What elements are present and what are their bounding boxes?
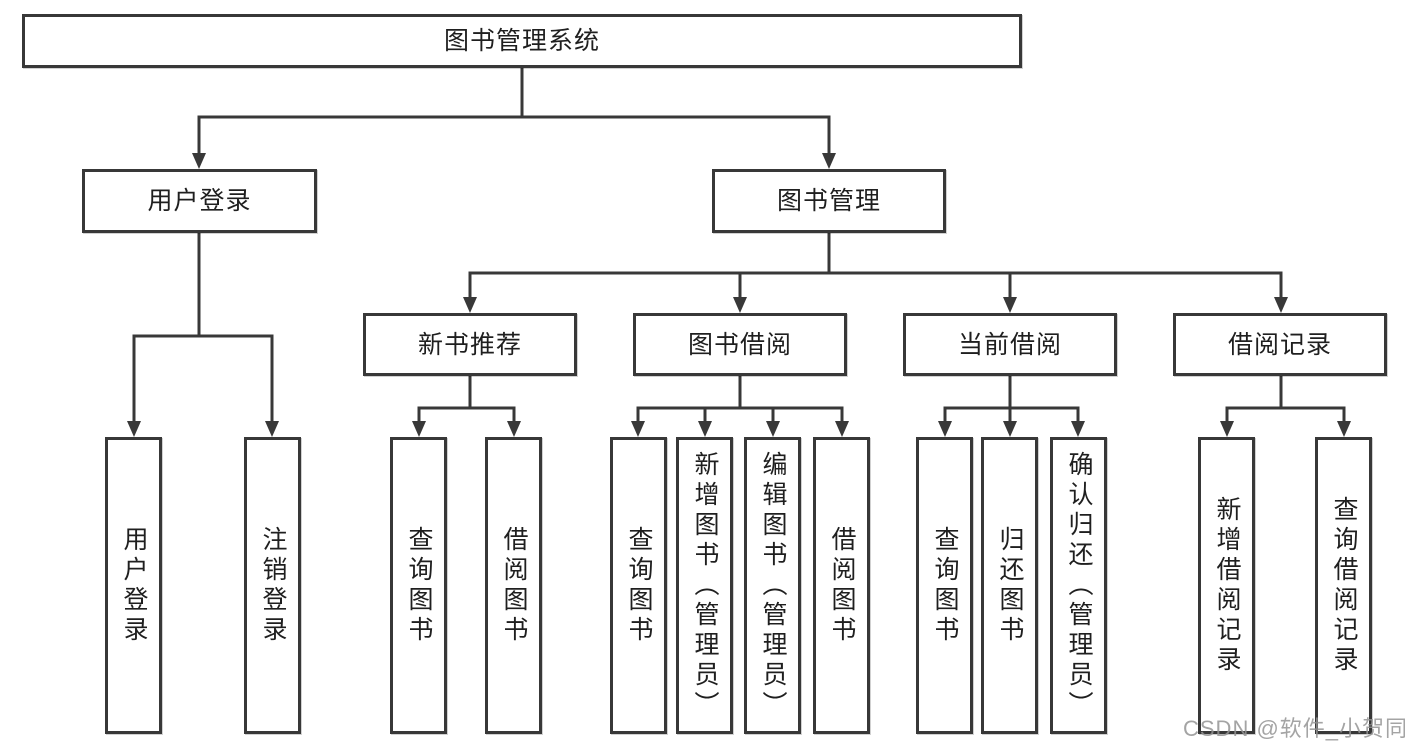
leaf-borrow-books-recommend: 借阅图书 — [485, 437, 542, 734]
leaf-borrow-books-recommend-label: 借阅图书 — [500, 525, 528, 646]
leaf-query-books-recommend: 查询图书 — [390, 437, 447, 734]
leaf-confirm-return-admin: 确认归还（管理员） — [1050, 437, 1107, 734]
leaf-user-login-label: 用户登录 — [120, 525, 148, 646]
leaf-query-borrow-record-label: 查询借阅记录 — [1330, 495, 1358, 676]
leaf-add-borrow-record: 新增借阅记录 — [1198, 437, 1255, 734]
new-book-recommend-node: 新书推荐 — [363, 313, 577, 376]
root-node-system: 图书管理系统 — [22, 14, 1022, 68]
book-management-node-label: 图书管理 — [776, 187, 881, 215]
leaf-query-books-borrow: 查询图书 — [610, 437, 667, 734]
borrow-records-node: 借阅记录 — [1173, 313, 1387, 376]
borrow-records-label: 借阅记录 — [1227, 330, 1332, 359]
leaf-logout-label: 注销登录 — [259, 525, 287, 646]
tree-branch-lines — [132, 64, 1346, 410]
leaf-confirm-return-admin-label: 确认归还（管理员） — [1065, 450, 1093, 721]
leaf-logout: 注销登录 — [244, 437, 301, 734]
leaf-add-book-admin-label: 新增图书（管理员） — [691, 450, 719, 721]
book-borrow-node: 图书借阅 — [633, 313, 847, 376]
leaf-user-login: 用户登录 — [105, 437, 162, 734]
current-borrow-label: 当前借阅 — [957, 330, 1062, 359]
leaf-edit-book-admin: 编辑图书（管理员） — [744, 437, 801, 734]
leaf-return-books: 归还图书 — [981, 437, 1038, 734]
leaf-borrow-books: 借阅图书 — [813, 437, 870, 734]
user-login-node: 用户登录 — [82, 169, 317, 233]
leaf-return-books-label: 归还图书 — [996, 525, 1024, 646]
leaf-edit-book-admin-label: 编辑图书（管理员） — [759, 450, 787, 721]
leaf-query-books-recommend-label: 查询图书 — [405, 525, 433, 646]
leaf-query-borrow-record: 查询借阅记录 — [1315, 437, 1372, 734]
csdn-watermark: CSDN @软件_小贺同学 — [1183, 716, 1405, 741]
leaf-add-borrow-record-label: 新增借阅记录 — [1213, 495, 1241, 676]
root-node-label: 图书管理系统 — [443, 27, 600, 55]
leaf-add-book-admin: 新增图书（管理员） — [676, 437, 733, 734]
book-management-node: 图书管理 — [712, 169, 946, 233]
arrow-stems — [132, 117, 1346, 424]
leaf-borrow-books-label: 借阅图书 — [828, 525, 856, 646]
book-borrow-label: 图书借阅 — [687, 330, 792, 359]
leaf-query-books-borrow-label: 查询图书 — [625, 525, 653, 646]
current-borrow-node: 当前借阅 — [903, 313, 1117, 376]
leaf-query-books-current-label: 查询图书 — [931, 525, 959, 646]
new-book-recommend-label: 新书推荐 — [417, 330, 522, 359]
user-login-node-label: 用户登录 — [147, 187, 252, 215]
leaf-query-books-current: 查询图书 — [916, 437, 973, 734]
